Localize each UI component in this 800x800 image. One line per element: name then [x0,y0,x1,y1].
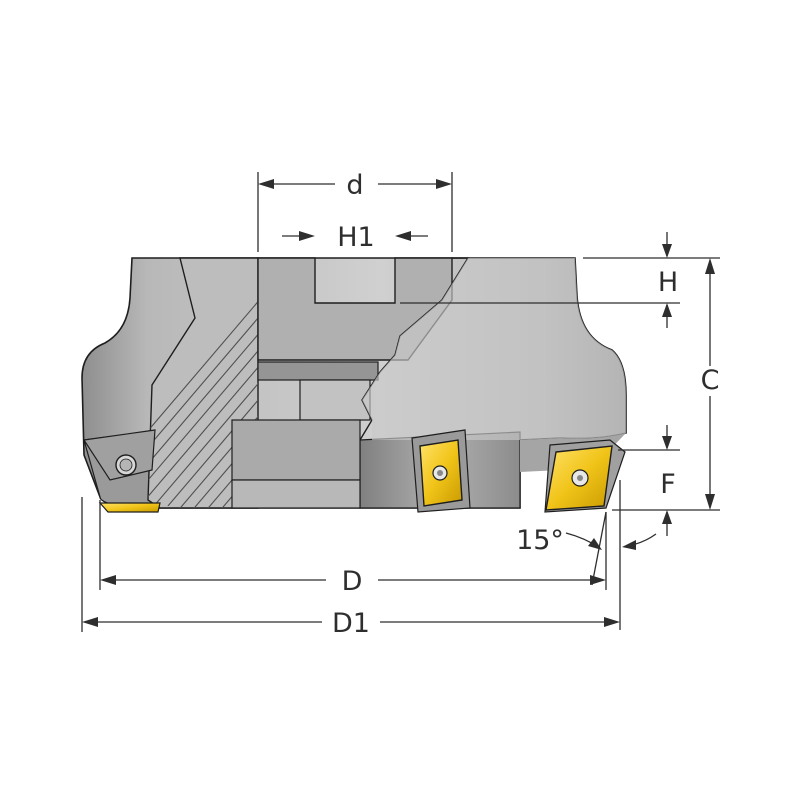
carbide-insert-right [544,439,626,513]
label-D: D [342,566,363,597]
dimension-D: D [99,500,607,597]
label-angle: 15° [516,525,564,556]
label-D1: D1 [332,608,370,639]
bore-groove [257,361,379,381]
dimension-d: d [257,170,453,252]
label-d: d [346,170,363,201]
bore-neck [299,379,371,421]
label-h: H [658,267,678,298]
label-c: C [701,365,720,396]
screw-hole [82,429,156,481]
dimension-f: F [618,425,680,536]
label-h1: H1 [337,222,374,253]
dimension-D1: D1 [81,497,620,639]
dimension-c: C [612,258,720,511]
bore-bottom [231,479,361,509]
dimension-h1: H1 [282,222,428,253]
label-f: F [660,469,676,500]
dimension-h: H [400,232,720,328]
carbide-insert-center [411,429,471,513]
carbide-insert-left [98,502,161,513]
dimension-angle: 15° [516,480,657,630]
bore-lower [231,419,361,481]
